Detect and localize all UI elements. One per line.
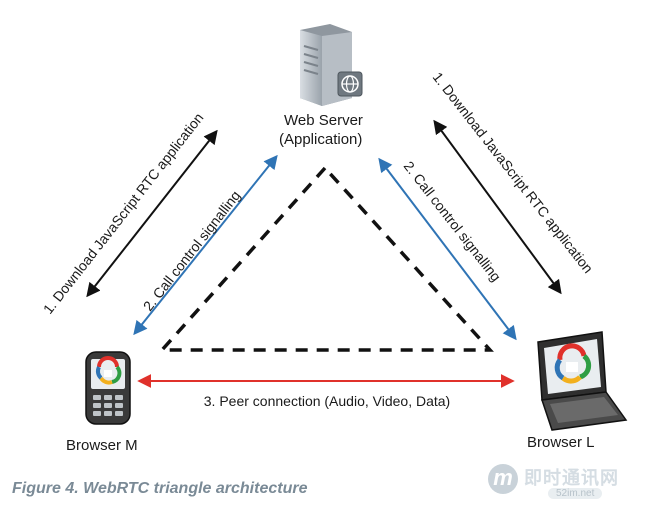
signal-arrow-left: [133, 154, 278, 336]
phone-icon: [85, 351, 131, 425]
download-arrow-left: [86, 129, 218, 298]
web-server-sublabel: (Application): [279, 131, 363, 148]
laptop-icon: [537, 331, 628, 431]
watermark-subtitle: 52im.net: [548, 488, 603, 499]
signal-label-left: 2. Call control signalling: [140, 187, 244, 313]
browser-l-label: Browser L: [527, 434, 595, 451]
browser-m-label: Browser M: [66, 437, 138, 454]
web-server-label: Web Server: [284, 112, 363, 129]
watermark-title: 即时通讯网: [524, 468, 619, 488]
download-label-left: 1. Download JavaScript RTC application: [40, 110, 207, 317]
signal-label-right: 2. Call control signalling: [401, 158, 505, 284]
watermark-logo: m 即时通讯网 52im.net: [488, 462, 640, 506]
download-label-right: 1. Download JavaScript RTC application: [430, 69, 597, 276]
server-icon: [300, 24, 363, 106]
peer-label: 3. Peer connection (Audio, Video, Data): [204, 393, 450, 409]
signal-arrow-right: [378, 157, 517, 341]
figure-caption: Figure 4. WebRTC triangle architecture: [12, 480, 308, 497]
watermark-badge: m: [488, 464, 518, 494]
